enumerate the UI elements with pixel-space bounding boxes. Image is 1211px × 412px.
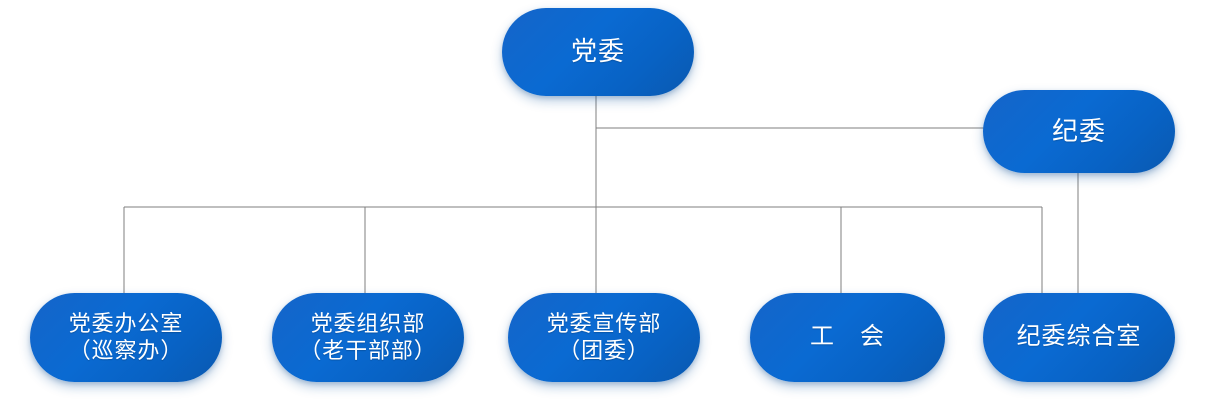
org-node-label-labor-union: 工 会: [810, 323, 885, 350]
org-node-label-party-office: 党委办公室 （巡察办）: [68, 310, 184, 363]
org-node-organization-department[interactable]: 党委组织部 （老干部部）: [272, 293, 464, 382]
org-node-party-office[interactable]: 党委办公室 （巡察办）: [30, 293, 222, 382]
org-node-discipline-general-office[interactable]: 纪委综合室: [983, 293, 1175, 382]
org-node-label-publicity-department: 党委宣传部 （团委）: [546, 310, 662, 363]
org-node-label-discipline-general-office: 纪委综合室: [1016, 323, 1142, 350]
org-node-discipline-committee[interactable]: 纪委: [983, 90, 1175, 173]
org-node-party-committee[interactable]: 党委: [502, 8, 694, 96]
org-node-publicity-department[interactable]: 党委宣传部 （团委）: [508, 293, 700, 382]
org-node-label-party-committee: 党委: [570, 37, 626, 67]
org-node-label-organization-department: 党委组织部 （老干部部）: [299, 310, 437, 363]
org-node-labor-union[interactable]: 工 会: [750, 293, 945, 382]
org-node-label-discipline-committee: 纪委: [1051, 116, 1107, 146]
